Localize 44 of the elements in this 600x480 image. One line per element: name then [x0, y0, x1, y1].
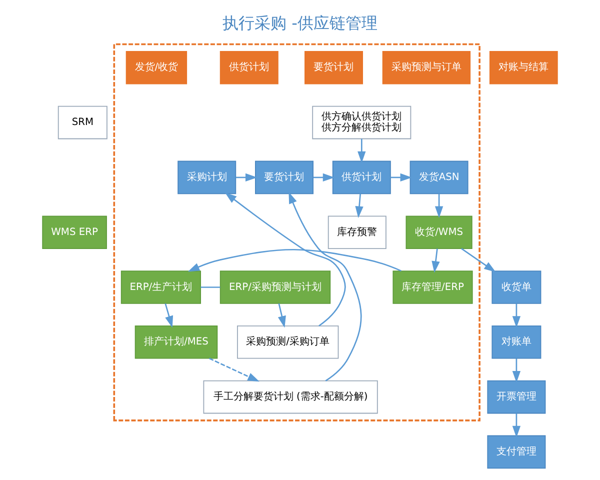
node-box: 供货计划 — [332, 160, 391, 194]
arrow — [313, 173, 335, 182]
arrow — [512, 304, 521, 328]
cluster — [113, 43, 480, 422]
diagram-title: 执行采购 -供应链管理 — [222, 13, 378, 32]
node-box: 采购预测/采购订单 — [237, 326, 339, 359]
node-box: WMS ERP — [42, 216, 107, 249]
node-box: 发货ASN — [410, 160, 468, 194]
node-box: 供货计划 — [220, 51, 278, 84]
node-box: 供方确认供货计划 供方分解供货计划 — [312, 106, 412, 140]
node-box: 要货计划 — [255, 160, 314, 194]
arrow — [164, 303, 174, 328]
arrow — [236, 173, 258, 182]
node-box: 库存管理/ERP — [392, 270, 473, 304]
arrow — [188, 248, 402, 272]
node-box: SRM — [58, 106, 108, 140]
arrow — [355, 194, 364, 218]
node-box: 采购预测与订单 — [382, 51, 471, 84]
node-box: ERP/采购预测与计划 — [220, 270, 331, 304]
node-box: 库存预警 — [328, 216, 386, 249]
node-box: 收货/WMS — [406, 216, 472, 249]
arrow — [512, 413, 521, 438]
node-box: 要货计划 — [304, 51, 363, 84]
arrow — [224, 192, 346, 326]
node-box: 对账与结算 — [489, 51, 558, 84]
arrow — [461, 248, 496, 272]
arrow — [434, 194, 444, 218]
node-box: 开票管理 — [487, 380, 546, 414]
node-box: 对账单 — [492, 326, 542, 359]
arrow — [288, 192, 362, 382]
connector — [200, 286, 220, 288]
arrow — [512, 358, 521, 383]
arrow — [390, 173, 412, 182]
node-box: 支付管理 — [487, 435, 546, 469]
node-box: 发货/收货 — [126, 51, 188, 84]
arrow — [432, 248, 440, 273]
node-box: 采购计划 — [178, 160, 236, 194]
node-box: 收货单 — [492, 270, 542, 304]
node-box: ERP/生产计划 — [120, 270, 201, 304]
arrow — [278, 303, 286, 328]
arrow — [358, 138, 366, 164]
node-box: 排产计划/MES — [134, 326, 218, 359]
arrow — [209, 358, 260, 382]
node-box: 手工分解要货计划 (需求-配额分解) — [203, 380, 378, 414]
